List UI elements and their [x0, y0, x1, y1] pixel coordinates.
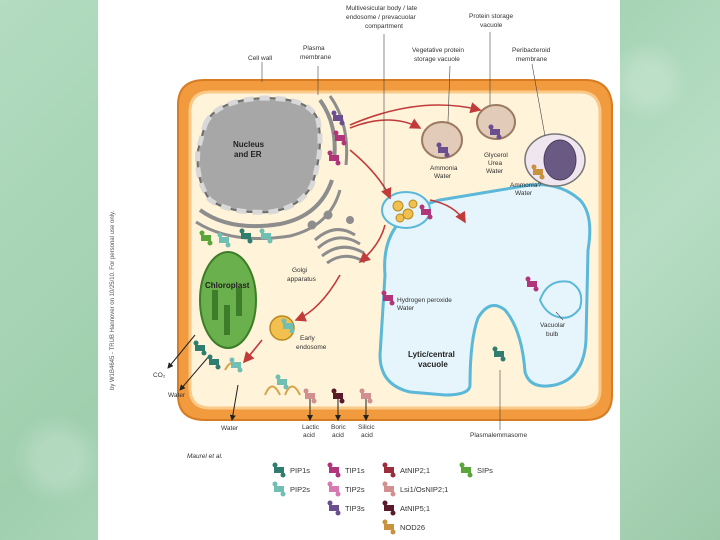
legend-label: NOD26 — [400, 523, 425, 532]
legend-label: PIP2s — [290, 485, 310, 494]
side-copyright-text: by W1B4645 - TRUB Hannover on 10/25/10. … — [110, 210, 116, 390]
label-mvb-1: Multivesicular body / late — [346, 5, 418, 12]
legend-label: SIPs — [477, 466, 493, 475]
label-early-endo-1: Early — [300, 335, 316, 342]
aquaporin-markers — [193, 110, 545, 404]
label-plasma-membrane-1: Plasma — [303, 45, 325, 52]
legend-item-pip2s: PIP2s — [272, 481, 310, 497]
label-ammonia-water-1: Ammonia — [430, 165, 458, 172]
label-cell-wall: Cell wall — [248, 55, 273, 62]
legend-item-atnip5-1: AtNIP5;1 — [382, 500, 430, 516]
label-mvb-3: compartment — [365, 23, 403, 30]
label-lactic-2: acid — [303, 432, 315, 439]
multivesicular-body — [381, 191, 431, 229]
chloroplast — [199, 251, 257, 349]
label-early-endo-2: endosome — [296, 344, 327, 351]
legend-label: AtNIP5;1 — [400, 504, 430, 513]
label-chloroplast: Chloroplast — [205, 281, 250, 290]
label-lytic-2: vacuole — [418, 360, 448, 369]
label-plasmalemmasome: Plasmalemmasome — [470, 432, 527, 439]
legend-item-tip2s: TIP2s — [327, 481, 365, 497]
protein-storage-vacuole — [476, 104, 516, 140]
label-peri-1: Peribacteroid — [512, 47, 551, 54]
legend-label: TIP2s — [345, 485, 365, 494]
legend-item-atnip2-1: AtNIP2;1 — [382, 462, 430, 478]
label-ammonia-q-1: Ammonia? — [510, 182, 541, 189]
label-boric-1: Boric — [331, 424, 347, 431]
legend: PIP1s PIP2s TIP1s TIP2s TIP3s AtNIP2;1 L… — [272, 462, 493, 535]
legend-label: TIP1s — [345, 466, 365, 475]
label-mvb-2: endosome / prevacuolar — [346, 14, 417, 21]
leader-lines — [261, 32, 564, 430]
label-co2: CO₂ — [153, 372, 166, 379]
legend-item-lsi1: Lsi1/OsNIP2;1 — [382, 481, 448, 497]
legend-item-tip3s: TIP3s — [327, 500, 365, 516]
vegetative-storage-vacuole — [421, 121, 463, 159]
label-lytic-1: Lytic/central — [408, 350, 455, 359]
label-ammonia-water-2: Water — [434, 173, 452, 180]
vacuolar-bulb — [538, 280, 583, 319]
legend-item-nod26: NOD26 — [382, 519, 425, 535]
legend-item-sips: SIPs — [459, 462, 493, 478]
label-water-1: Water — [168, 392, 186, 399]
legend-item-pip1s: PIP1s — [272, 462, 310, 478]
label-psv-1: Protein storage — [469, 13, 513, 20]
label-nucleus-1: Nucleus — [233, 140, 265, 149]
early-endosome — [269, 315, 295, 341]
trafficking-arrows — [242, 102, 482, 364]
legend-label: Lsi1/OsNIP2;1 — [400, 485, 448, 494]
label-h2o2-2: Water — [397, 305, 415, 312]
label-glycerol-1: Glycerol — [484, 152, 508, 159]
label-ammonia-q-2: Water — [515, 190, 533, 197]
legend-label: AtNIP2;1 — [400, 466, 430, 475]
lytic-central-vacuole — [378, 183, 592, 397]
label-boric-2: acid — [332, 432, 344, 439]
label-vsv-1: Vegetative protein — [412, 47, 464, 54]
credit-text: Maurel et al. — [187, 453, 223, 460]
transport-arrows — [167, 334, 369, 421]
nucleus-and-er — [195, 95, 349, 241]
label-glycerol-2: Urea — [488, 160, 502, 167]
legend-label: TIP3s — [345, 504, 365, 513]
label-silicic-2: acid — [361, 432, 373, 439]
label-peri-2: membrane — [516, 56, 547, 63]
legend-label: PIP1s — [290, 466, 310, 475]
legend-item-tip1s: TIP1s — [327, 462, 365, 478]
label-silicic-1: Silicic — [358, 424, 375, 431]
label-nucleus-2: and ER — [234, 150, 262, 159]
label-golgi-1: Golgi — [292, 267, 307, 274]
label-plasma-membrane-2: membrane — [300, 54, 331, 61]
label-water-2: Water — [221, 425, 239, 432]
label-golgi-2: apparatus — [287, 276, 317, 283]
label-vsv-2: storage vacuole — [414, 56, 460, 63]
label-vac-bulb-2: bulb — [546, 331, 559, 338]
label-lactic-1: Lactic — [302, 424, 320, 431]
label-psv-2: vacuole — [480, 22, 503, 29]
peribacteroid — [524, 133, 586, 187]
label-glycerol-3: Water — [486, 168, 504, 175]
label-vac-bulb-1: Vacuolar — [540, 322, 566, 329]
label-h2o2-1: Hydrogen peroxide — [397, 297, 452, 304]
